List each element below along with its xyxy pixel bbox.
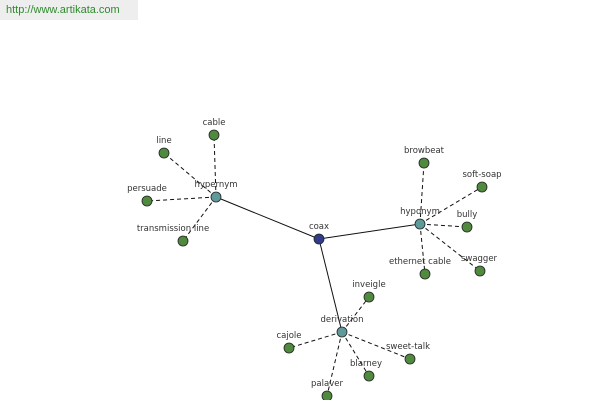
site-url-link[interactable]: http://www.artikata.com [6, 4, 120, 16]
label-leaf-sweet-talk[interactable]: sweet-talk [386, 342, 430, 352]
node-leaf-inveigle[interactable] [363, 291, 375, 303]
label-leaf-palaver[interactable]: palaver [311, 379, 343, 389]
url-bar: http://www.artikata.com [0, 0, 138, 20]
label-hub-hyponym[interactable]: hyponym [400, 207, 440, 217]
label-leaf-browbeat[interactable]: browbeat [404, 146, 445, 156]
edge-derivation-sweet-talk [341, 331, 411, 360]
graph-edges [146, 134, 483, 397]
node-leaf-bully[interactable] [461, 221, 473, 233]
node-leaf-line[interactable] [158, 147, 170, 159]
edge-derivation-cajole [288, 331, 343, 349]
edge-hypernym-transmission-line [182, 196, 217, 242]
label-leaf-swagger[interactable]: swagger [461, 254, 498, 264]
edge-hyponym-browbeat [419, 162, 425, 225]
node-leaf-soft-soap[interactable] [476, 181, 488, 193]
node-leaf-browbeat[interactable] [418, 157, 430, 169]
node-hub-hypernym[interactable] [210, 191, 222, 203]
label-leaf-cajole[interactable]: cajole [276, 331, 301, 341]
label-leaf-ethernet-cable[interactable]: ethernet cable [389, 257, 451, 267]
edge-derivation-inveigle [341, 296, 370, 333]
node-leaf-palaver[interactable] [321, 390, 333, 400]
label-leaf-transmission-line[interactable]: transmission line [137, 224, 209, 234]
edge-hyponym-soft-soap [419, 186, 483, 225]
edge-hypernym-persuade [146, 196, 217, 202]
label-leaf-persuade[interactable]: persuade [127, 184, 167, 194]
edge-hypernym-cable [213, 134, 217, 198]
node-hub-derivation[interactable] [336, 326, 348, 338]
node-leaf-swagger[interactable] [474, 265, 486, 277]
node-leaf-transmission-line[interactable] [177, 235, 189, 247]
label-leaf-cable[interactable]: cable [203, 118, 226, 128]
label-leaf-blarney[interactable]: blarney [350, 359, 382, 369]
node-leaf-cable[interactable] [208, 129, 220, 141]
graph-nodes [141, 129, 488, 400]
node-leaf-persuade[interactable] [141, 195, 153, 207]
edge-coax-derivation [318, 238, 343, 333]
node-leaf-blarney[interactable] [363, 370, 375, 382]
edge-coax-hyponym [318, 223, 421, 240]
edge-hyponym-bully [419, 223, 468, 228]
edge-derivation-blarney [341, 331, 370, 377]
edge-hypernym-line [163, 152, 217, 198]
label-hub-hypernym[interactable]: hypernym [194, 180, 237, 190]
label-hub-derivation[interactable]: derivation [320, 315, 363, 325]
edge-derivation-palaver [326, 331, 343, 397]
node-leaf-ethernet-cable[interactable] [419, 268, 431, 280]
edge-coax-hypernym [215, 196, 320, 240]
label-leaf-line[interactable]: line [156, 136, 171, 146]
node-center-coax[interactable] [313, 233, 325, 245]
label-leaf-inveigle[interactable]: inveigle [352, 280, 385, 290]
node-hub-hyponym[interactable] [414, 218, 426, 230]
graph-labels: coax hypernym hyponym derivation line cable pe… [127, 118, 501, 389]
node-leaf-sweet-talk[interactable] [404, 353, 416, 365]
node-leaf-cajole[interactable] [283, 342, 295, 354]
edge-hyponym-ethernet-cable [419, 223, 426, 275]
edge-hyponym-swagger [419, 223, 481, 272]
label-leaf-soft-soap[interactable]: soft-soap [462, 170, 501, 180]
label-center-coax[interactable]: coax [309, 222, 329, 232]
label-leaf-bully[interactable]: bully [457, 210, 478, 220]
